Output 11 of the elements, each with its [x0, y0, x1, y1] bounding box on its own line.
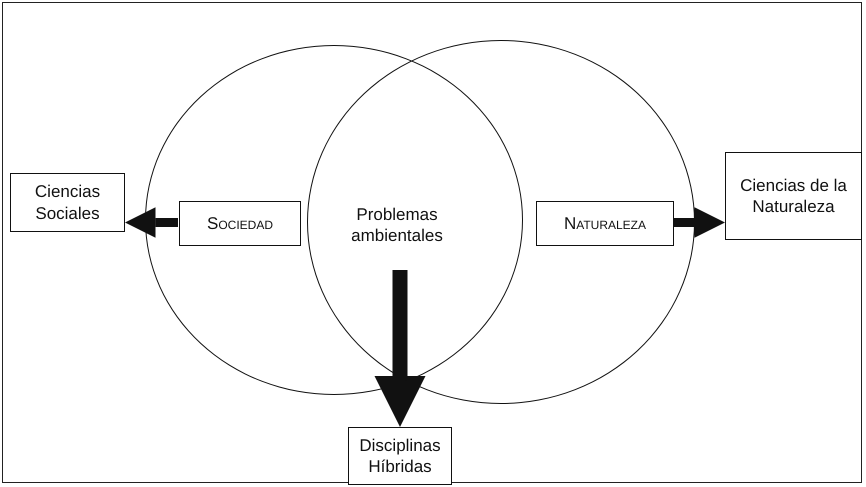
- discipline-label: Ciencias Sociales: [10, 173, 125, 232]
- intersection-label: Problemas ambientales: [335, 196, 459, 254]
- set-ellipse: [307, 40, 695, 404]
- concept-label: Sociedad: [179, 201, 301, 246]
- discipline-label: Ciencias de la Naturaleza: [725, 152, 862, 240]
- arrow: [673, 207, 725, 238]
- arrow: [374, 270, 426, 427]
- set-ellipse: [145, 45, 523, 395]
- arrow: [125, 207, 178, 238]
- discipline-label: Disciplinas Híbridas: [348, 427, 452, 485]
- concept-label: Naturaleza: [536, 201, 674, 246]
